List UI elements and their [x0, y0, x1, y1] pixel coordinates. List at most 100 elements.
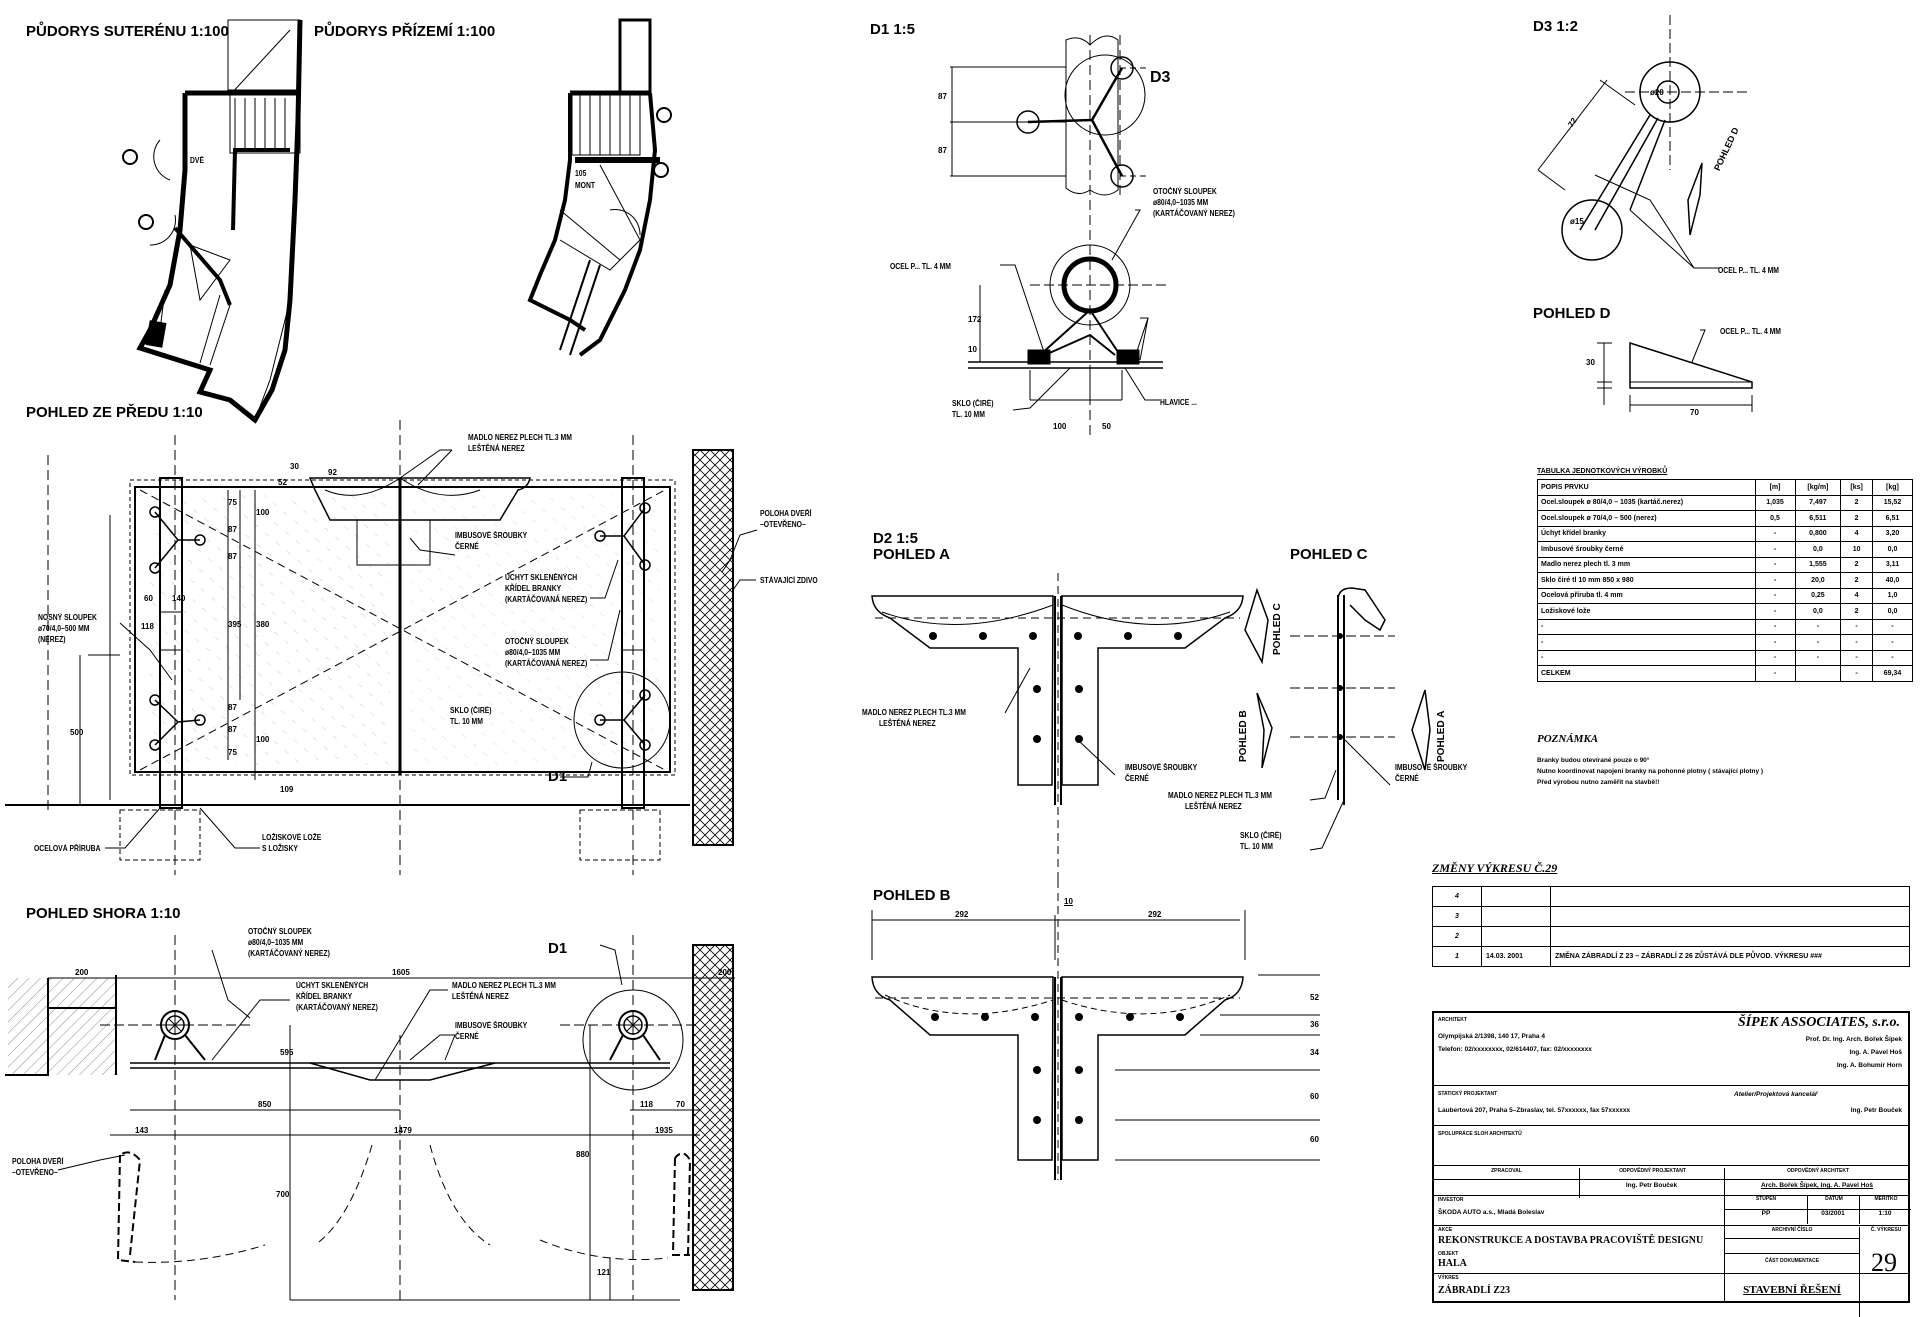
materials-row: ----- — [1537, 634, 1914, 651]
front-note-bearing: LOŽISKOVÉ LOŽE S LOŽISKY — [262, 833, 322, 853]
dim-label: 70 — [1690, 408, 1699, 417]
tb-consultant-row: SPOLUPRÁCE SLOH ARCHITEKTŮ — [1434, 1125, 1908, 1166]
materials-cell: - — [1794, 634, 1842, 651]
ground-label: 105 — [575, 169, 587, 178]
view-c-title: POHLED C — [1290, 546, 1368, 563]
dim-label: 87 — [228, 703, 237, 712]
materials-cell: - — [1840, 634, 1873, 651]
materials-cell: 6,51 — [1871, 510, 1914, 527]
dim-label: 52 — [278, 478, 287, 487]
d2-note-screws: IMBUSOVÉ ŠROUBKY ČERNÉ — [1125, 763, 1198, 783]
dim-label: 60 — [144, 594, 153, 603]
dim-label: 100 — [256, 735, 270, 744]
materials-cell: - — [1754, 603, 1796, 620]
revision-number: 3 — [1432, 906, 1482, 927]
view-a-title: POHLED A — [873, 546, 950, 563]
materials-cell: - — [1754, 541, 1796, 558]
top-detail-ref-d1: D1 — [548, 940, 568, 957]
tb-sig-header: ZPRACOVAL ODPOVĚDNÝ PROJEKTANT ODPOVĚDNÝ… — [1434, 1165, 1908, 1198]
view-c-note-screws: IMBUSOVÉ ŠROUBKY ČERNÉ — [1395, 763, 1468, 783]
dim-label: 10 — [968, 345, 977, 354]
materials-cell: 2 — [1840, 494, 1873, 511]
view-a-drawing — [872, 573, 1272, 880]
view-c-arrow-label: POHLED C — [1272, 603, 1283, 655]
materials-cell: - — [1754, 572, 1796, 589]
materials-cell — [1794, 665, 1842, 682]
tb-architect-row: ARCHITEKT Olympijská 2/1398, 140 17, Pra… — [1434, 1013, 1908, 1086]
tb-structural-row: STATICKÝ PROJEKTANT Laubertová 207, Prah… — [1434, 1085, 1908, 1126]
dim-label: 70 — [676, 1100, 685, 1109]
dim-label: 87 — [228, 552, 237, 561]
dim-label: 1479 — [394, 1126, 412, 1135]
view-d-title: POHLED D — [1533, 305, 1611, 322]
d1-note-plate: OCEL P... TL. 4 MM — [890, 262, 951, 271]
materials-cell: - — [1794, 618, 1842, 635]
materials-cell: - — [1794, 649, 1842, 666]
materials-cell: - — [1840, 649, 1873, 666]
d1-note-glass: SKLO (ČIRÉ) TL. 10 MM — [952, 399, 994, 419]
revision-date: 14.03. 2001 — [1481, 946, 1551, 967]
dim-label: 880 — [576, 1150, 590, 1159]
materials-cell: 6,511 — [1794, 510, 1842, 527]
materials-cell: 0,800 — [1794, 525, 1842, 542]
materials-cell: 0,25 — [1794, 587, 1842, 604]
d1-note-post: OTOČNÝ SLOUPEK ø80/4,0–1035 MM (KARTÁČOV… — [1153, 187, 1235, 218]
materials-cell: - — [1537, 634, 1756, 651]
materials-cell: 0,0 — [1871, 541, 1914, 558]
view-d-drawing — [1597, 330, 1752, 412]
front-note-hinge: ÚCHYT SKLENĚNÝCH KŘÍDEL BRANKY (KARTÁČOV… — [505, 573, 588, 604]
dim-label: 500 — [70, 728, 84, 737]
materials-cell: CELKEM — [1537, 665, 1756, 682]
materials-row: Ocel.sloupek ø 80/4,0 – 1035 (kartáč.ner… — [1537, 494, 1914, 511]
view-b-arrow-label: POHLED B — [1238, 710, 1249, 762]
basement-label: DVĚ — [190, 156, 204, 165]
dim-label: 700 — [276, 1190, 290, 1199]
d2-title: D2 1:5 — [873, 530, 919, 547]
dim-label: 75 — [228, 748, 237, 757]
dim-label: 200 — [718, 968, 732, 977]
materials-row: ----- — [1537, 649, 1914, 666]
materials-cell: 0,0 — [1794, 541, 1842, 558]
front-note-fixed-post: NOSNÝ SLOUPEK ø70/4,0–500 MM (NEREZ) — [38, 613, 97, 644]
materials-cell: 2 — [1840, 510, 1873, 527]
materials-cell: 3,11 — [1871, 556, 1914, 573]
materials-cell: Madlo nerez plech tl. 3 mm — [1537, 556, 1756, 573]
revision-number: 4 — [1432, 886, 1482, 907]
tb-drawing-row: VÝKRES ZÁBRADLÍ Z23 STAVEBNÍ ŘEŠENÍ 29 — [1434, 1248, 1908, 1303]
front-note-sheet-metal: MADLO NEREZ PLECH TL.3 MM LEŠTĚNÁ NEREZ — [468, 433, 572, 453]
top-view-drawing — [5, 935, 735, 1300]
dim-label: 143 — [135, 1126, 149, 1135]
top-view-title: POHLED SHORA 1:10 — [26, 905, 181, 922]
materials-header-cell: [ks] — [1840, 479, 1873, 496]
materials-cell: 7,497 — [1794, 494, 1842, 511]
dim-label: 36 — [1310, 1020, 1319, 1029]
front-note-post: OTOČNÝ SLOUPEK ø80/4,0–1035 MM (KARTÁČOV… — [505, 637, 588, 668]
materials-cell: - — [1840, 665, 1873, 682]
revision-row: 4 — [1432, 886, 1910, 907]
materials-header-cell: [kg/m] — [1794, 479, 1842, 496]
revision-date — [1481, 906, 1551, 927]
tb-project-row: AKCE REKONSTRUKCE A DOSTAVBA PRACOVIŠTĚ … — [1434, 1224, 1908, 1317]
materials-cell: Sklo čiré tl 10 mm 850 x 980 — [1537, 572, 1756, 589]
materials-cell: 0,5 — [1754, 510, 1796, 527]
dim-label: 52 — [1310, 993, 1319, 1002]
revision-text — [1550, 926, 1910, 947]
view-b-title: POHLED B — [873, 887, 951, 904]
title-block: ARCHITEKT Olympijská 2/1398, 140 17, Pra… — [1432, 1011, 1911, 1317]
top-note-screws: IMBUSOVÉ ŠROUBKY ČERNÉ — [455, 1021, 528, 1041]
materials-cell: - — [1754, 649, 1796, 666]
view-d-note-plate: OCEL P... TL. 4 MM — [1720, 327, 1781, 336]
materials-row: CELKEM--69,34 — [1537, 665, 1914, 682]
materials-cell: 10 — [1840, 541, 1873, 558]
materials-table: POPIS PRVKU[m][kg/m][ks][kg]Ocel.sloupek… — [1537, 479, 1914, 682]
materials-header-row: POPIS PRVKU[m][kg/m][ks][kg] — [1537, 479, 1914, 496]
basement-plan — [123, 20, 300, 420]
dim-label: 118 — [141, 622, 154, 631]
dim-label: ø15 — [1570, 217, 1584, 226]
front-note-wall: STÁVAJÍCÍ ZDIVO — [760, 576, 818, 585]
dim-label: 200 — [75, 968, 89, 977]
